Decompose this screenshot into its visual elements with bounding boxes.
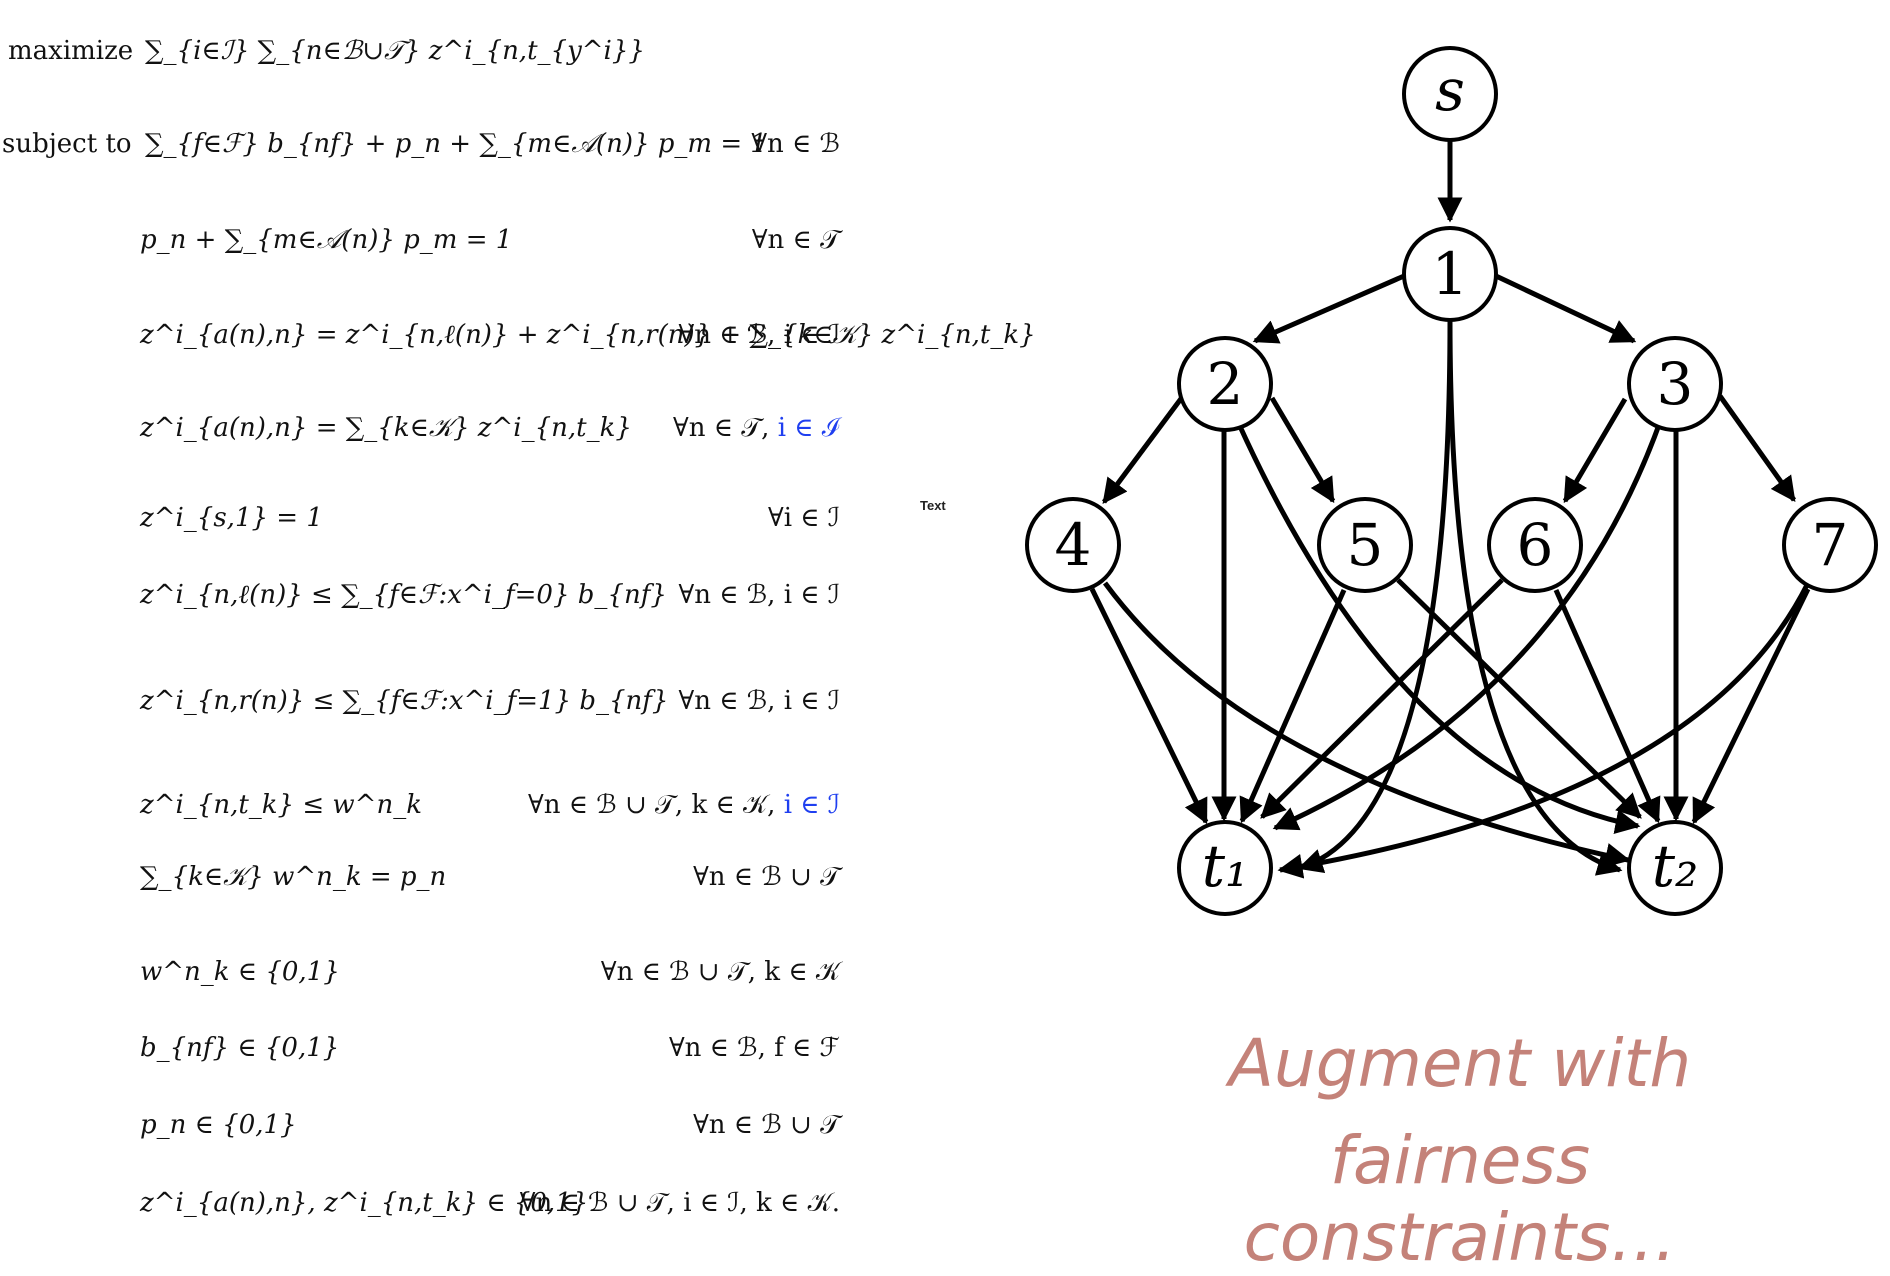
- constraint-cond-5: ∀i ∈ ℐ: [768, 503, 840, 533]
- tree-flow-graph: s 1 2 3 4 5 6 7 t₁ t₂: [1025, 46, 1878, 916]
- node-label-7: 7: [1812, 511, 1849, 579]
- edge-2-5: [1269, 396, 1336, 504]
- constraint-expr-9: ∑_{k∈𝒦} w^n_k = p_n: [140, 862, 447, 892]
- constraint-cond-12: ∀n ∈ ℬ ∪ 𝒯: [693, 1110, 840, 1140]
- constraint-expr-4: z^i_{a(n),n} = ∑_{k∈𝒦} z^i_{n,t_k}: [140, 413, 632, 443]
- constraint-expr-7: z^i_{n,r(n)} ≤ ∑_{f∈ℱ:x^i_f=1} b_{nf}: [140, 686, 669, 716]
- constraint-expr-13: z^i_{a(n),n}, z^i_{n,t_k} ∈ {0,1}: [140, 1188, 589, 1218]
- graph-nodes: [1025, 46, 1878, 916]
- constraint-cond-3: ∀n ∈ ℬ, i ∈ ℐ: [678, 320, 840, 350]
- constraint-cond-6: ∀n ∈ ℬ, i ∈ ℐ: [678, 580, 840, 610]
- edge-1-3: [1494, 273, 1637, 344]
- constraint-expr-1: ∑_{f∈ℱ} b_{nf} + p_n + ∑_{m∈𝒜(n)} p_m = …: [145, 129, 767, 159]
- constraint-cond-1: ∀n ∈ ℬ: [751, 129, 840, 159]
- node-1: [1402, 226, 1498, 322]
- edge-4-t2: [1102, 581, 1631, 868]
- graph-node-labels: s 1 2 3 4 5 6 7 t₁ t₂: [1055, 56, 1849, 900]
- constraint-expr-3: z^i_{a(n),n} = z^i_{n,ℓ(n)} + z^i_{n,r(n…: [140, 320, 1036, 350]
- edge-1-2: [1252, 273, 1405, 344]
- constraint-cond-8-blue: i ∈ ℐ: [783, 790, 840, 820]
- constraint-expr-12: p_n ∈ {0,1}: [140, 1110, 297, 1140]
- constraint-expr-5: z^i_{s,1} = 1: [140, 503, 323, 533]
- subject-to-keyword: subject to: [2, 129, 132, 159]
- edge-3-7: [1717, 394, 1797, 503]
- constraint-expr-10: w^n_k ∈ {0,1}: [140, 957, 340, 987]
- edge-5-t1: [1239, 588, 1347, 824]
- edge-7-t2: [1691, 587, 1811, 825]
- edge-7-t1: [1277, 581, 1811, 879]
- edge-6-t1: [1260, 578, 1504, 819]
- edge-2-t2: [1235, 420, 1641, 834]
- node-label-s: s: [1435, 56, 1465, 124]
- edge-1-t1: [1297, 320, 1453, 874]
- constraint-cond-13: ∀n ∈ ℬ ∪ 𝒯, i ∈ ℐ, k ∈ 𝒦.: [519, 1188, 840, 1218]
- constraint-cond-7: ∀n ∈ ℬ, i ∈ ℐ: [678, 686, 840, 716]
- node-t2: [1627, 820, 1723, 916]
- node-label-6: 6: [1517, 511, 1554, 579]
- constraint-cond-10: ∀n ∈ ℬ ∪ 𝒯, k ∈ 𝒦: [600, 957, 840, 987]
- node-label-4: 4: [1055, 511, 1092, 579]
- node-label-5: 5: [1347, 511, 1384, 579]
- edge-3-6: [1562, 397, 1628, 504]
- node-4: [1025, 497, 1121, 593]
- node-t1: [1177, 820, 1273, 916]
- edge-4-t1: [1089, 587, 1209, 825]
- constraint-expr-8: z^i_{n,t_k} ≤ w^n_k: [140, 790, 422, 820]
- constraint-cond-9: ∀n ∈ ℬ ∪ 𝒯: [693, 862, 840, 892]
- maximize-keyword: maximize: [8, 36, 134, 66]
- node-7: [1782, 497, 1878, 593]
- constraint-expr-6: z^i_{n,ℓ(n)} ≤ ∑_{f∈ℱ:x^i_f=0} b_{nf}: [140, 580, 667, 610]
- node-2: [1177, 336, 1273, 432]
- node-label-t1: t₁: [1202, 832, 1249, 900]
- node-label-1: 1: [1432, 240, 1469, 308]
- graph-edges: [1089, 141, 1811, 879]
- edge-6-t2: [1553, 588, 1661, 824]
- constraint-cond-2: ∀n ∈ 𝒯: [751, 225, 840, 255]
- constraint-cond-11: ∀n ∈ ℬ, f ∈ ℱ: [668, 1033, 840, 1063]
- node-5: [1317, 497, 1413, 593]
- constraint-cond-4-blue: i ∈ ℐ: [777, 413, 840, 443]
- caption-line-1: Augment with: [1228, 1025, 1692, 1102]
- constraint-expr-11: b_{nf} ∈ {0,1}: [140, 1033, 340, 1063]
- constraint-cond-8: ∀n ∈ ℬ ∪ 𝒯, k ∈ 𝒦, i ∈ ℐ: [528, 790, 840, 820]
- node-label-t2: t₂: [1652, 832, 1699, 900]
- edge-2-4: [1101, 394, 1186, 505]
- node-6: [1487, 497, 1583, 593]
- constraint-expr-2: p_n + ∑_{m∈𝒜(n)} p_m = 1: [140, 225, 513, 255]
- node-3: [1627, 336, 1723, 432]
- objective-expr: ∑_{i∈ℐ} ∑_{n∈ℬ∪𝒯} z^i_{n,t_{y^i}}: [145, 36, 645, 66]
- node-label-2: 2: [1207, 350, 1244, 418]
- constraint-cond-4: ∀n ∈ 𝒯, i ∈ ℐ: [673, 413, 840, 443]
- edge-3-t1: [1272, 421, 1663, 831]
- node-s: [1402, 46, 1498, 142]
- stray-text-label: Text: [920, 498, 946, 513]
- node-label-3: 3: [1657, 350, 1694, 418]
- caption-line-2: fairness constraints…: [1243, 1122, 1677, 1276]
